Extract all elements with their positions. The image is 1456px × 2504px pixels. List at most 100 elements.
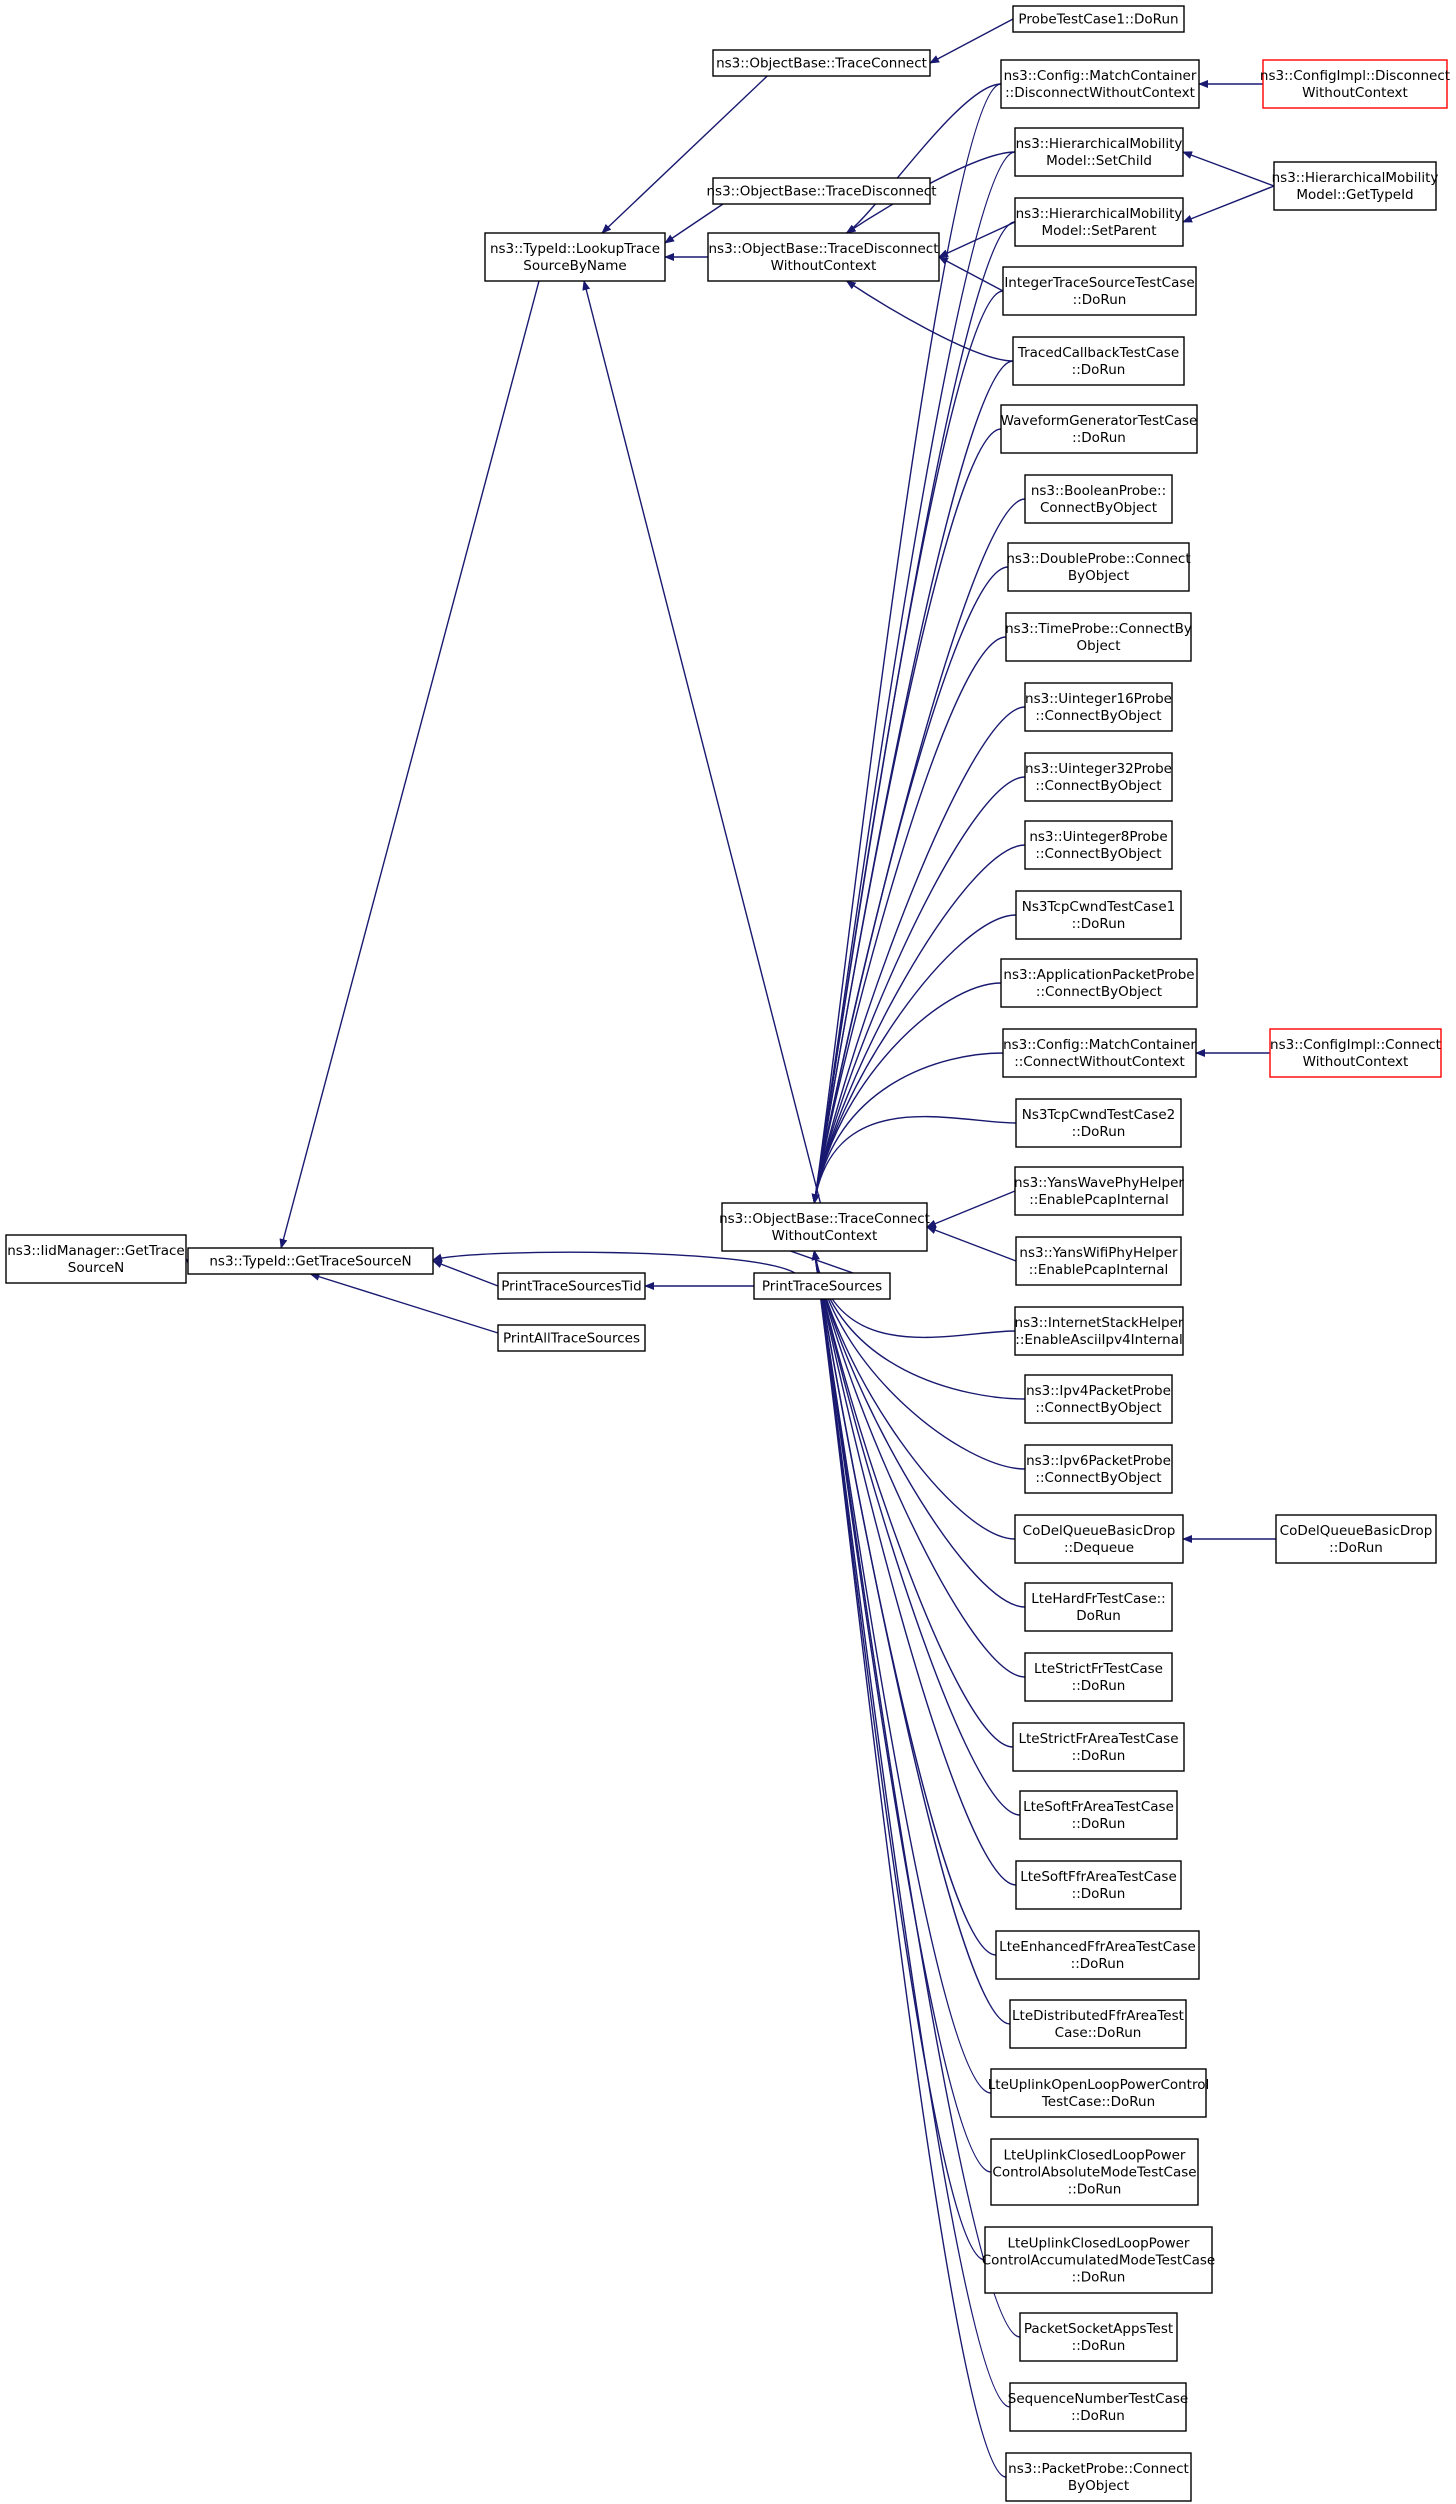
node-label: LteUplinkClosedLoopPower — [1008, 2236, 1190, 2252]
node-codel-dorun[interactable]: CoDelQueueBasicDrop::DoRun — [1275, 1514, 1437, 1564]
node-codel-dequeue[interactable]: CoDelQueueBasicDrop::Dequeue — [1014, 1514, 1184, 1564]
node-ob-tracedisconnect[interactable]: ns3::ObjectBase::TraceDisconnect — [706, 177, 937, 205]
node-box — [1024, 682, 1173, 732]
edge-lte_softffr_area-to-ob_connect_wc — [811, 1250, 1017, 1886]
node-box — [1024, 1582, 1173, 1632]
node-label: LteSoftFrAreaTestCase — [1023, 1799, 1174, 1815]
node-label: ByObject — [1068, 568, 1129, 584]
node-tcp-cwnd1[interactable]: Ns3TcpCwndTestCase1::DoRun — [1015, 890, 1182, 940]
edge-u16_probe-to-ob_connect_wc — [811, 706, 1026, 1204]
node-hm-gettypeid[interactable]: ns3::HierarchicalMobilityModel::GetTypeI… — [1272, 161, 1439, 211]
node-waveform-tc[interactable]: WaveformGeneratorTestCase::DoRun — [1000, 404, 1198, 454]
node-box — [1024, 1652, 1173, 1702]
node-box — [1015, 890, 1182, 940]
node-box — [497, 1324, 646, 1352]
node-mc-connect-wc[interactable]: ns3::Config::MatchContainer::ConnectWith… — [1002, 1028, 1197, 1078]
node-label: ns3::ObjectBase::TraceDisconnect — [706, 184, 936, 200]
node-box — [1000, 958, 1198, 1008]
node-box — [1000, 59, 1200, 109]
node-double-probe[interactable]: ns3::DoubleProbe::ConnectByObject — [1006, 542, 1191, 592]
node-label: ::ConnectWithoutContext — [1014, 1054, 1185, 1070]
edge-lte_closed_acc-to-ob_connect_wc — [811, 1250, 986, 2261]
node-typeid-getsource[interactable]: ns3::TypeId::GetTraceSourceN — [187, 1247, 434, 1275]
node-configimpl-disconnect[interactable]: ns3::ConfigImpl::DisconnectWithoutContex… — [1260, 59, 1450, 109]
node-box — [984, 2226, 1213, 2294]
node-label: ns3::HierarchicalMobility — [1016, 206, 1183, 222]
node-label: CoDelQueueBasicDrop — [1023, 1523, 1176, 1539]
node-ob-disconnect-wc[interactable]: ns3::ObjectBase::TraceDisconnectWithoutC… — [707, 232, 940, 282]
node-lte-strict[interactable]: LteStrictFrTestCase::DoRun — [1024, 1652, 1173, 1702]
node-ipv4-probe[interactable]: ns3::Ipv4PacketProbe::ConnectByObject — [1024, 1374, 1173, 1424]
node-label: IntegerTraceSourceTestCase — [1004, 275, 1194, 291]
edge-app_packet_probe-to-ob_connect_wc — [811, 982, 1002, 1204]
node-label: Ns3TcpCwndTestCase2 — [1022, 1107, 1175, 1123]
node-time-probe[interactable]: ns3::TimeProbe::ConnectByObject — [1005, 612, 1192, 662]
node-packet-probe[interactable]: ns3::PacketProbe::ConnectByObject — [1005, 2452, 1192, 2502]
node-u32-probe[interactable]: ns3::Uinteger32Probe::ConnectByObject — [1024, 752, 1173, 802]
node-label: ns3::Uinteger16Probe — [1025, 691, 1172, 707]
node-hm-setparent[interactable]: ns3::HierarchicalMobilityModel::SetParen… — [1014, 197, 1184, 247]
node-bool-probe[interactable]: ns3::BooleanProbe::ConnectByObject — [1024, 474, 1173, 524]
node-label: ::DoRun — [1068, 2182, 1122, 2198]
node-yans-wave[interactable]: ns3::YansWavePhyHelper::EnablePcapIntern… — [1014, 1166, 1184, 1216]
node-ipv6-probe[interactable]: ns3::Ipv6PacketProbe::ConnectByObject — [1024, 1444, 1173, 1494]
node-lte-closed-acc[interactable]: LteUplinkClosedLoopPowerControlAccumulat… — [982, 2226, 1216, 2294]
node-label: TestCase::DoRun — [1041, 2094, 1155, 2110]
node-box — [1012, 1722, 1185, 1772]
node-print-sources[interactable]: PrintTraceSources — [753, 1272, 891, 1300]
node-inet-stack[interactable]: ns3::InternetStackHelper::EnableAsciiIpv… — [1014, 1306, 1184, 1356]
node-u8-probe[interactable]: ns3::Uinteger8Probe::ConnectByObject — [1024, 820, 1173, 870]
edge-tcp_cwnd1-to-ob_connect_wc — [811, 914, 1017, 1204]
node-print-tid[interactable]: PrintTraceSourcesTid — [497, 1272, 646, 1300]
node-yans-wifi[interactable]: ns3::YansWifiPhyHelper::EnablePcapIntern… — [1015, 1236, 1182, 1286]
node-iid-getsource[interactable]: ns3::IidManager::GetTraceSourceN — [5, 1234, 187, 1284]
node-label: ::DoRun — [1072, 430, 1126, 446]
node-label: ns3::Uinteger32Probe — [1025, 761, 1172, 777]
node-probe1[interactable]: ProbeTestCase1::DoRun — [1012, 5, 1185, 33]
edge-lte_closed_abs-to-ob_connect_wc — [811, 1250, 992, 2173]
node-box — [1273, 161, 1437, 211]
node-mc-disconnect-wc[interactable]: ns3::Config::MatchContainer::DisconnectW… — [1000, 59, 1200, 109]
node-box — [1269, 1028, 1442, 1078]
edge-ob_tracedisconnect-to-lookup — [664, 203, 724, 244]
node-box — [1024, 752, 1173, 802]
node-lte-soft-area[interactable]: LteSoftFrAreaTestCase::DoRun — [1019, 1790, 1178, 1840]
node-print-all[interactable]: PrintAllTraceSources — [497, 1324, 646, 1352]
node-label: ::DoRun — [1072, 1816, 1126, 1832]
node-configimpl-connect[interactable]: ns3::ConfigImpl::ConnectWithoutContext — [1269, 1028, 1442, 1078]
node-lte-softffr-area[interactable]: LteSoftFfrAreaTestCase::DoRun — [1015, 1860, 1182, 1910]
node-ob-traceconnect[interactable]: ns3::ObjectBase::TraceConnect — [712, 49, 931, 77]
node-label: Model::SetParent — [1041, 223, 1156, 239]
node-box — [1024, 474, 1173, 524]
node-lte-hard[interactable]: LteHardFrTestCase::DoRun — [1024, 1582, 1173, 1632]
node-lte-enhanced[interactable]: LteEnhancedFfrAreaTestCase::DoRun — [995, 1930, 1200, 1980]
node-label: SequenceNumberTestCase — [1008, 2391, 1188, 2407]
node-tcp-cwnd2[interactable]: Ns3TcpCwndTestCase2::DoRun — [1015, 1098, 1182, 1148]
edge-u32_probe-to-ob_connect_wc — [811, 776, 1026, 1204]
node-app-packet-probe[interactable]: ns3::ApplicationPacketProbe::ConnectByOb… — [1000, 958, 1198, 1008]
edge-yans_wifi-to-ob_connect_wc — [926, 1226, 1017, 1262]
node-label: ::DoRun — [1071, 1956, 1125, 1972]
node-int-trace-tc[interactable]: IntegerTraceSourceTestCase::DoRun — [1002, 266, 1197, 316]
node-label: LteStrictFrTestCase — [1034, 1661, 1163, 1677]
node-ob-connect-wc[interactable]: ns3::ObjectBase::TraceConnectWithoutCont… — [719, 1202, 930, 1252]
node-packet-socket[interactable]: PacketSocketAppsTest::DoRun — [1019, 2312, 1178, 2362]
node-lte-strict-area[interactable]: LteStrictFrAreaTestCase::DoRun — [1012, 1722, 1185, 1772]
node-u16-probe[interactable]: ns3::Uinteger16Probe::ConnectByObject — [1024, 682, 1173, 732]
node-label: LteDistributedFfrAreaTest — [1012, 2008, 1184, 2024]
node-box — [5, 1234, 187, 1284]
edge-bool_probe-to-ob_connect_wc — [811, 498, 1026, 1204]
node-lte-open-loop[interactable]: LteUplinkOpenLoopPowerControlTestCase::D… — [988, 2068, 1210, 2118]
edge-int_trace_tc-to-ob_disconnect_wc — [938, 256, 1004, 292]
node-seq-number[interactable]: SequenceNumberTestCase::DoRun — [1008, 2382, 1188, 2432]
node-label: ns3::YansWavePhyHelper — [1014, 1175, 1184, 1191]
node-traced-cb-tc[interactable]: TracedCallbackTestCase::DoRun — [1012, 336, 1185, 386]
node-label: ns3::TimeProbe::ConnectBy — [1005, 621, 1192, 637]
node-lte-closed-abs[interactable]: LteUplinkClosedLoopPowerControlAbsoluteM… — [990, 2138, 1199, 2206]
edge-ob_traceconnect-to-lookup — [601, 75, 768, 234]
node-label: LteUplinkClosedLoopPower — [1004, 2148, 1186, 2164]
node-label: ns3::ObjectBase::TraceConnect — [716, 56, 927, 72]
